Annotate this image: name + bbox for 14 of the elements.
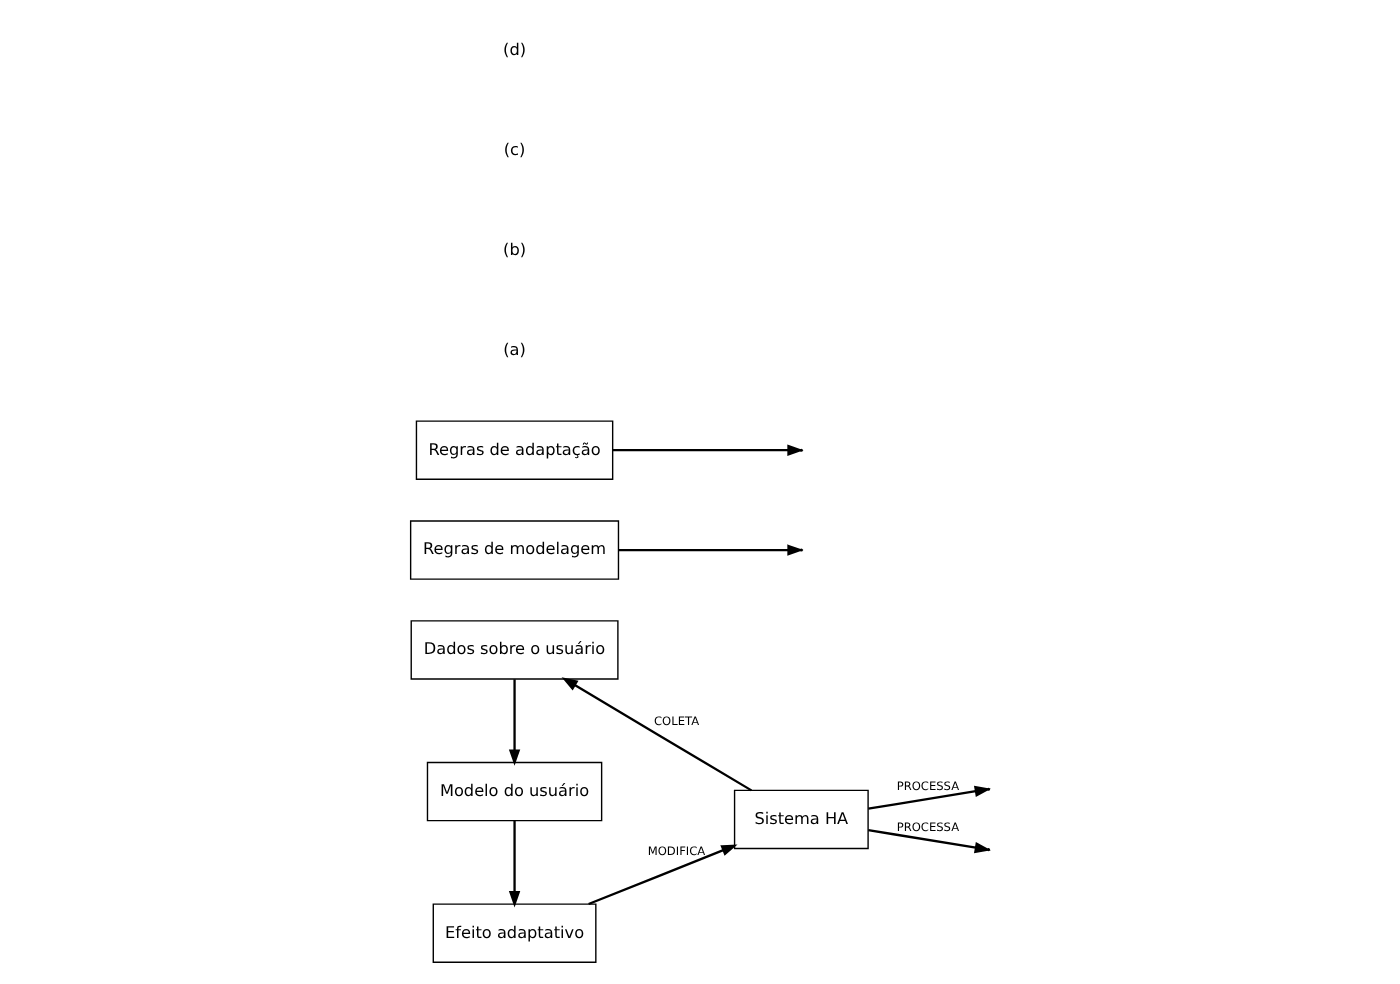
arrow [508, 679, 521, 766]
label: (c) [503, 138, 526, 159]
node-box: Modelo do usuário [426, 761, 603, 822]
arrow [561, 677, 753, 792]
label: (d) [503, 39, 527, 60]
node-box: Dados sobre o usuário [410, 620, 619, 680]
arrow [508, 820, 521, 908]
label: (a) [503, 338, 526, 359]
arrow [588, 844, 738, 906]
node-box: Sistema HA [733, 789, 869, 850]
node-box: Regras de modelagem [409, 520, 620, 580]
label: (b) [503, 238, 527, 259]
node-box: Efeito adaptativo [432, 903, 597, 963]
node-box: Regras de adaptação [415, 420, 614, 480]
